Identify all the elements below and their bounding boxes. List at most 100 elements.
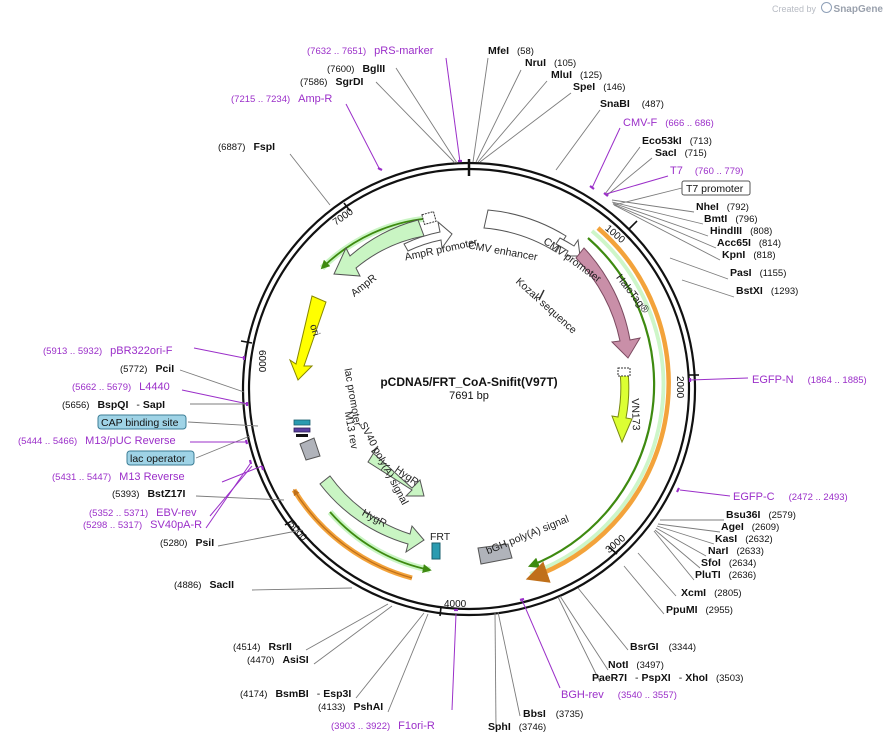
enzyme-name-sacii: SacII xyxy=(209,579,234,591)
enzyme-sep-pspxi: - xyxy=(635,672,639,684)
enzyme-pos-pshai: (4133) xyxy=(318,702,345,713)
hygr-outer-arrow xyxy=(367,445,425,497)
svg-text:(3903 .. 3922)F1ori-R: (3903 .. 3922)F1ori-R xyxy=(331,720,435,732)
enzyme-pos-acc65i: (814) xyxy=(759,238,781,249)
cap-binding-site-label: CAP binding site xyxy=(101,417,179,429)
primer-leader-lines xyxy=(181,57,749,711)
primer-name-egfp-c: EGFP-C xyxy=(733,491,775,503)
enzyme-name-kpni: KpnI xyxy=(722,249,745,261)
scale-ticks xyxy=(240,202,699,617)
tick-label-5000: 5000 xyxy=(286,519,309,543)
enzyme-pos-bsu36i: (2579) xyxy=(768,510,795,521)
enzyme-name-bstxi: BstXI xyxy=(736,285,763,297)
enzyme-pos-bspqi: (5656) xyxy=(62,400,89,411)
svg-text:Acc65I(814): Acc65I(814) xyxy=(717,237,781,249)
orf-arc-ampr-green xyxy=(320,217,433,270)
enzyme-name-bmti: BmtI xyxy=(704,213,727,225)
enzyme-name-mlui: MluI xyxy=(551,69,572,81)
enzyme-pos-bsrgi: (3344) xyxy=(669,642,696,653)
svg-text:PluTI(2636): PluTI(2636) xyxy=(695,569,756,581)
svg-text:(4514)RsrII: (4514)RsrII xyxy=(233,641,292,653)
enzyme-sep-sapi: - xyxy=(136,399,140,411)
svg-text:XcmI(2805): XcmI(2805) xyxy=(681,587,742,599)
svg-text:EGFP-N(1864 .. 1885): EGFP-N (1864 .. 1885) xyxy=(752,374,867,386)
orf-arc-lower-green xyxy=(329,511,432,573)
svg-text:T7(760 .. 779): T7 (760 .. 779) xyxy=(670,165,743,177)
svg-text:(5662 .. 5679)L4440: (5662 .. 5679)L4440 xyxy=(72,381,170,393)
enzyme-name-pshai: PshAI xyxy=(353,701,383,713)
cmv-enhancer-arrow xyxy=(483,209,567,253)
halotag-arrow xyxy=(575,247,642,359)
primer-name-m13-reverse: M13 Reverse xyxy=(119,471,184,483)
vn173-arrow xyxy=(611,371,633,444)
enzyme-pos-bsmbi: (4174) xyxy=(240,689,267,700)
primer-name-sv40pa-r: SV40pA-R xyxy=(150,519,202,531)
enzyme-name-eco53ki: Eco53kI xyxy=(642,135,682,147)
snapgene-logo-icon xyxy=(820,2,832,13)
svg-text:BstXI(1293): BstXI (1293) xyxy=(736,285,798,297)
enzyme-name-ppumi: PpuMI xyxy=(666,604,698,616)
enzyme-name-nhei: NheI xyxy=(696,201,719,213)
primer-name-t7: T7 xyxy=(670,165,683,177)
primer-name-f1ori-r: F1ori-R xyxy=(398,720,435,732)
enzyme-sep-xhoi: - xyxy=(679,672,683,684)
enzyme-pos-hindiii: (808) xyxy=(750,226,772,237)
enzyme-name-xcmi: XcmI xyxy=(681,587,706,599)
primer-range-amp-r: (7215 .. 7234) xyxy=(231,94,290,105)
m13-rev-marker xyxy=(293,419,311,426)
svg-text:NheI(792): NheI(792) xyxy=(696,201,749,213)
primer-name-cmv-f: CMV-F xyxy=(623,117,658,129)
lac-operator-marker xyxy=(293,427,311,433)
primer-range-sv40pa-r: (5298 .. 5317) xyxy=(83,520,142,531)
svg-text:(5913 .. 5932)pBR322ori-F: (5913 .. 5932)pBR322ori-F xyxy=(43,345,173,357)
enzyme-pos-nrui: (105) xyxy=(554,58,576,69)
enzyme-name-bsu36i: Bsu36I xyxy=(726,509,761,521)
svg-text:BGH-rev(3540 .. 3557): BGH-rev(3540 .. 3557) xyxy=(561,689,677,701)
enzyme-pos-bglii: (7600) xyxy=(327,64,354,75)
primer-range-egfp-n: (1864 .. 1885) xyxy=(808,375,867,386)
svg-text:HindIII(808): HindIII(808) xyxy=(710,225,772,237)
svg-text:AgeI(2609): AgeI(2609) xyxy=(721,521,779,533)
enzyme-name-sfoi: SfoI xyxy=(701,557,721,569)
enzyme-name-sphi: SphI xyxy=(488,721,511,733)
svg-text:(6887)FspI: (6887)FspI xyxy=(218,141,275,153)
enzyme-pos-bstxi: (1293) xyxy=(771,286,798,297)
svg-text:(5772)PciI: (5772)PciI xyxy=(120,363,174,375)
primer-name-pbr322ori-f: pBR322ori-F xyxy=(110,345,173,357)
enzyme-name-bsmbi: BsmBI xyxy=(275,688,308,700)
plasmid-size: 7691 bp xyxy=(449,390,489,402)
primer-range-m13-puc-reverse: (5444 .. 5466) xyxy=(18,436,77,447)
svg-text:KasI(2632): KasI(2632) xyxy=(715,533,773,545)
svg-text:(7215 .. 7234)Amp-R: (7215 .. 7234)Amp-R xyxy=(231,93,332,105)
enzyme-name-spei: SpeI xyxy=(573,81,595,93)
label-ori: ori xyxy=(307,323,322,338)
enzyme-pos-rsrii: (4514) xyxy=(233,642,260,653)
svg-text:PpuMI(2955): PpuMI (2955) xyxy=(666,604,733,616)
enzyme-name-bglii: BglII xyxy=(362,63,385,75)
svg-text:BmtI(796): BmtI (796) xyxy=(704,213,758,225)
svg-text:MluI(125): MluI(125) xyxy=(551,69,602,81)
tick-label-6000: 6000 xyxy=(256,350,267,373)
tick-label-2000: 2000 xyxy=(674,376,685,399)
label-sv40-polya: SV40 poly(A) signal xyxy=(357,420,411,507)
label-bgh-polya: bGH poly(A) signal xyxy=(484,513,570,557)
svg-text:(4470)AsiSI: (4470)AsiSI xyxy=(247,654,309,666)
svg-text:(7632 .. 7651)pRS-marker: (7632 .. 7651)pRS-marker xyxy=(307,45,434,57)
enzyme-pos-ppumi: (2955) xyxy=(706,605,733,616)
enzyme-pos-kpni: (818) xyxy=(753,250,775,261)
brand-prefix: Created by xyxy=(771,4,817,14)
enzyme-pos-asisi: (4470) xyxy=(247,655,274,666)
bgh-polya-block xyxy=(477,543,513,565)
enzyme-pos-sfoi: (2634) xyxy=(729,558,756,569)
enzyme-pos-mfei: (58) xyxy=(517,46,534,57)
enzyme-pos-kasi: (2632) xyxy=(745,534,772,545)
enzyme-name-pcii: PciI xyxy=(155,363,174,375)
enzyme-pos-bmti: (796) xyxy=(735,214,757,225)
enzyme-name-bbsi: BbsI xyxy=(523,708,546,720)
primer-range-t7: (760 .. 779) xyxy=(695,166,744,177)
ampr-dotted-block xyxy=(421,211,437,225)
ampr-arrow xyxy=(333,219,425,277)
primer-name-egfp-n: EGFP-N xyxy=(752,374,794,386)
frt-site xyxy=(431,542,441,560)
